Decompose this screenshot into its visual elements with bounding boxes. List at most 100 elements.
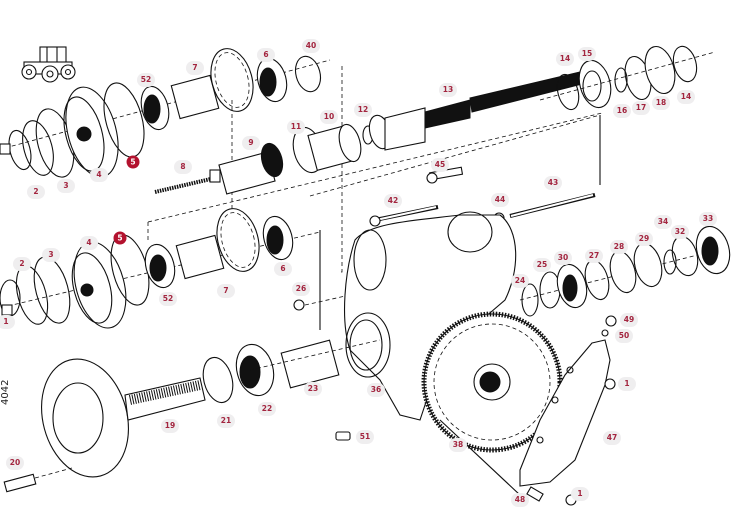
part-callout-7[interactable]: 7	[186, 61, 204, 75]
part-callout-28[interactable]: 28	[610, 240, 628, 254]
part-callout-5[interactable]: 5	[113, 231, 127, 245]
part-callout-17[interactable]: 17	[632, 101, 650, 115]
stud-part-20	[3, 473, 37, 493]
part-callout-14[interactable]: 14	[677, 90, 695, 104]
bearing-part-6b	[262, 215, 294, 261]
part-callout-15[interactable]: 15	[578, 47, 596, 61]
part-callout-42[interactable]: 42	[384, 194, 402, 208]
plug-part-49	[605, 315, 617, 327]
tractor-icon	[21, 46, 76, 83]
part-callout-43[interactable]: 43	[544, 176, 562, 190]
shaft-part-13	[368, 71, 583, 151]
part-callout-1[interactable]: 1	[0, 315, 15, 329]
gear-part-7b	[175, 208, 260, 280]
circlip-part-24	[521, 283, 539, 317]
part-callout-21[interactable]: 21	[217, 414, 235, 428]
part-callout-18[interactable]: 18	[652, 96, 670, 110]
bearing-part-33	[695, 225, 731, 275]
part-callout-14[interactable]: 14	[556, 52, 574, 66]
nut-part-1	[1, 304, 13, 316]
part-callout-48[interactable]: 48	[511, 493, 529, 507]
circlip-part-2	[0, 129, 32, 171]
part-callout-9[interactable]: 9	[242, 136, 260, 150]
part-callout-19[interactable]: 19	[161, 419, 179, 433]
gear-part-7	[170, 48, 254, 120]
part-callout-50[interactable]: 50	[615, 329, 633, 343]
part-callout-52[interactable]: 52	[137, 73, 155, 87]
part-callout-25[interactable]: 25	[533, 258, 551, 272]
part-callout-6[interactable]: 6	[274, 262, 292, 276]
plug-part-51	[335, 431, 351, 441]
washer-part-50	[601, 329, 609, 337]
bearing-part-52	[140, 85, 170, 131]
part-callout-3[interactable]: 3	[42, 248, 60, 262]
part-callout-51[interactable]: 51	[356, 430, 374, 444]
part-callout-4[interactable]: 4	[80, 236, 98, 250]
part-callout-13[interactable]: 13	[439, 83, 457, 97]
part-callout-44[interactable]: 44	[491, 193, 509, 207]
part-callout-29[interactable]: 29	[635, 232, 653, 246]
housing-part-36	[344, 211, 517, 421]
part-callout-27[interactable]: 27	[585, 249, 603, 263]
bolt-part-8	[154, 169, 221, 194]
part-callout-38[interactable]: 38	[449, 438, 467, 452]
part-callout-1[interactable]: 1	[571, 487, 589, 501]
part-callout-40[interactable]: 40	[302, 39, 320, 53]
part-callout-52[interactable]: 52	[159, 292, 177, 306]
cover-part-47	[519, 339, 611, 487]
part-callout-23[interactable]: 23	[304, 382, 322, 396]
hub-part-4b	[71, 241, 127, 329]
part-callout-4[interactable]: 4	[90, 168, 108, 182]
part-callout-16[interactable]: 16	[613, 104, 631, 118]
part-callout-26[interactable]: 26	[292, 282, 310, 296]
part-callout-12[interactable]: 12	[354, 103, 372, 117]
part-callout-5[interactable]: 5	[126, 155, 140, 169]
spacer-tube-part-23	[280, 339, 340, 389]
part-callout-36[interactable]: 36	[367, 383, 385, 397]
pinion-part-9	[218, 142, 284, 195]
ring-gear-part-38	[421, 311, 563, 453]
part-callout-34[interactable]: 34	[654, 215, 672, 229]
spacer-part-16	[614, 67, 628, 93]
bolt-part-48	[526, 486, 544, 502]
part-callout-2[interactable]: 2	[13, 257, 31, 271]
part-callout-6[interactable]: 6	[257, 48, 275, 62]
part-callout-3[interactable]: 3	[57, 179, 75, 193]
part-callout-1[interactable]: 1	[618, 377, 636, 391]
part-callout-45[interactable]: 45	[431, 158, 449, 172]
axle-shaft-part-19	[41, 358, 206, 478]
part-callout-30[interactable]: 30	[554, 251, 572, 265]
seal-part-18	[644, 45, 676, 95]
part-callout-22[interactable]: 22	[258, 402, 276, 416]
part-callout-49[interactable]: 49	[620, 313, 638, 327]
part-callout-8[interactable]: 8	[174, 160, 192, 174]
part-callout-7[interactable]: 7	[217, 284, 235, 298]
seal-part-21	[202, 356, 234, 404]
bolt-part-42	[369, 205, 439, 227]
nut-part-1b	[604, 378, 616, 390]
part-callout-2[interactable]: 2	[27, 185, 45, 199]
hub-part-4	[63, 86, 119, 178]
part-callout-33[interactable]: 33	[699, 212, 717, 226]
snap-ring-part-2c	[15, 265, 49, 325]
stud-part-43	[509, 193, 596, 218]
needle-bearing-part-10	[307, 123, 362, 171]
part-callout-47[interactable]: 47	[603, 431, 621, 445]
washer-part-3b	[33, 256, 71, 324]
part-callout-20[interactable]: 20	[6, 456, 24, 470]
part-callout-10[interactable]: 10	[320, 110, 338, 124]
bearing-part-52b	[144, 243, 176, 289]
bearing-part-22	[235, 343, 275, 397]
circlip-part-14	[556, 73, 580, 111]
circlip-part-40	[294, 55, 322, 93]
part-callout-32[interactable]: 32	[671, 225, 689, 239]
spacer-part-34	[663, 249, 677, 275]
part-callout-24[interactable]: 24	[511, 274, 529, 288]
snap-ring-part-2	[22, 120, 54, 176]
bearing-part-15	[578, 59, 612, 109]
part-callout-11[interactable]: 11	[287, 120, 305, 134]
plug-part-26	[293, 299, 305, 311]
drawing-code: 4042	[0, 379, 11, 405]
